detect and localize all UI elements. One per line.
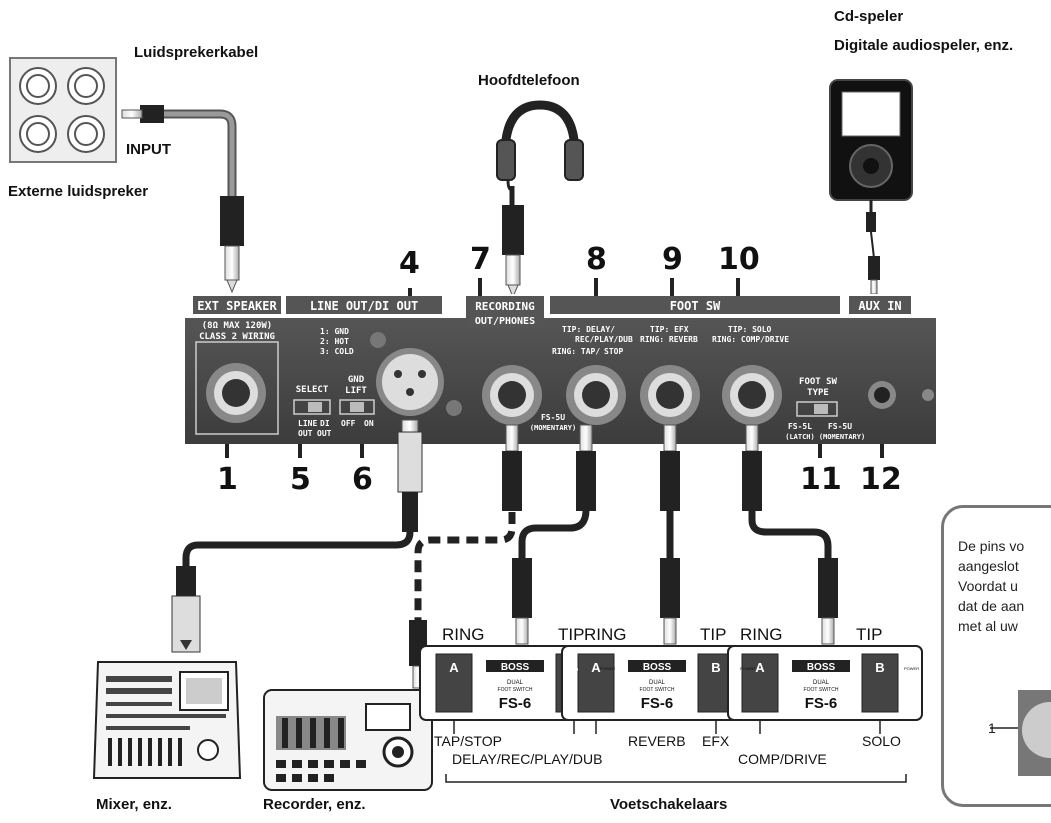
footswitch-unit-3 xyxy=(727,645,923,721)
recorder-device xyxy=(263,689,433,791)
callout-number-6: 6 xyxy=(352,462,373,497)
external-speaker-cabinet xyxy=(9,57,117,163)
callout-number-12: 12 xyxy=(860,462,902,497)
footswitch-bracket xyxy=(445,774,907,783)
note-line-4: dat de aan xyxy=(958,598,1025,614)
note-line-2: aangeslot xyxy=(958,558,1019,574)
rear-panel xyxy=(185,294,936,444)
leader-lines xyxy=(225,278,884,458)
external-speaker-label: Externe luidspreker xyxy=(8,183,149,200)
digital-player-label: Digitale audiospeler, enz. xyxy=(834,37,1014,54)
xlr-cable xyxy=(171,419,423,653)
audio-player xyxy=(829,79,913,295)
callout-number-10: 10 xyxy=(718,242,760,277)
input-label: INPUT xyxy=(126,141,171,158)
note-pin-number: 1 xyxy=(988,720,996,736)
mixer-device xyxy=(92,661,242,779)
note-line-5: met al uw xyxy=(958,618,1018,634)
footswitch-cables xyxy=(518,509,832,560)
speaker-cable-label: Luidsprekerkabel xyxy=(134,44,259,61)
recorder-label: Recorder, enz. xyxy=(263,796,366,813)
speaker-cable xyxy=(121,105,244,294)
mixer-label: Mixer, enz. xyxy=(96,796,172,813)
footswitch-unit-2 xyxy=(561,645,757,721)
note-pin-illustration xyxy=(990,690,1051,776)
note-box xyxy=(941,505,1051,807)
footswitches-label: Voetschakelaars xyxy=(610,796,728,813)
callout-number-7: 7 xyxy=(470,242,491,277)
footswitch-cable-plugs xyxy=(512,424,838,645)
headphones-label: Hoofdtelefoon xyxy=(478,72,580,89)
callout-number-11: 11 xyxy=(800,462,842,497)
callout-number-8: 8 xyxy=(586,242,607,277)
recording-cable xyxy=(409,424,522,689)
callout-number-1: 1 xyxy=(217,462,238,497)
callout-number-4: 4 xyxy=(399,246,420,281)
callout-number-9: 9 xyxy=(662,242,683,277)
cd-player-label: Cd-speler xyxy=(834,8,904,25)
headphones xyxy=(496,100,584,299)
note-line-3: Voordat u xyxy=(958,578,1018,594)
note-line-1: De pins vo xyxy=(958,538,1025,554)
function-leaders xyxy=(453,720,881,734)
callout-number-5: 5 xyxy=(290,462,311,497)
